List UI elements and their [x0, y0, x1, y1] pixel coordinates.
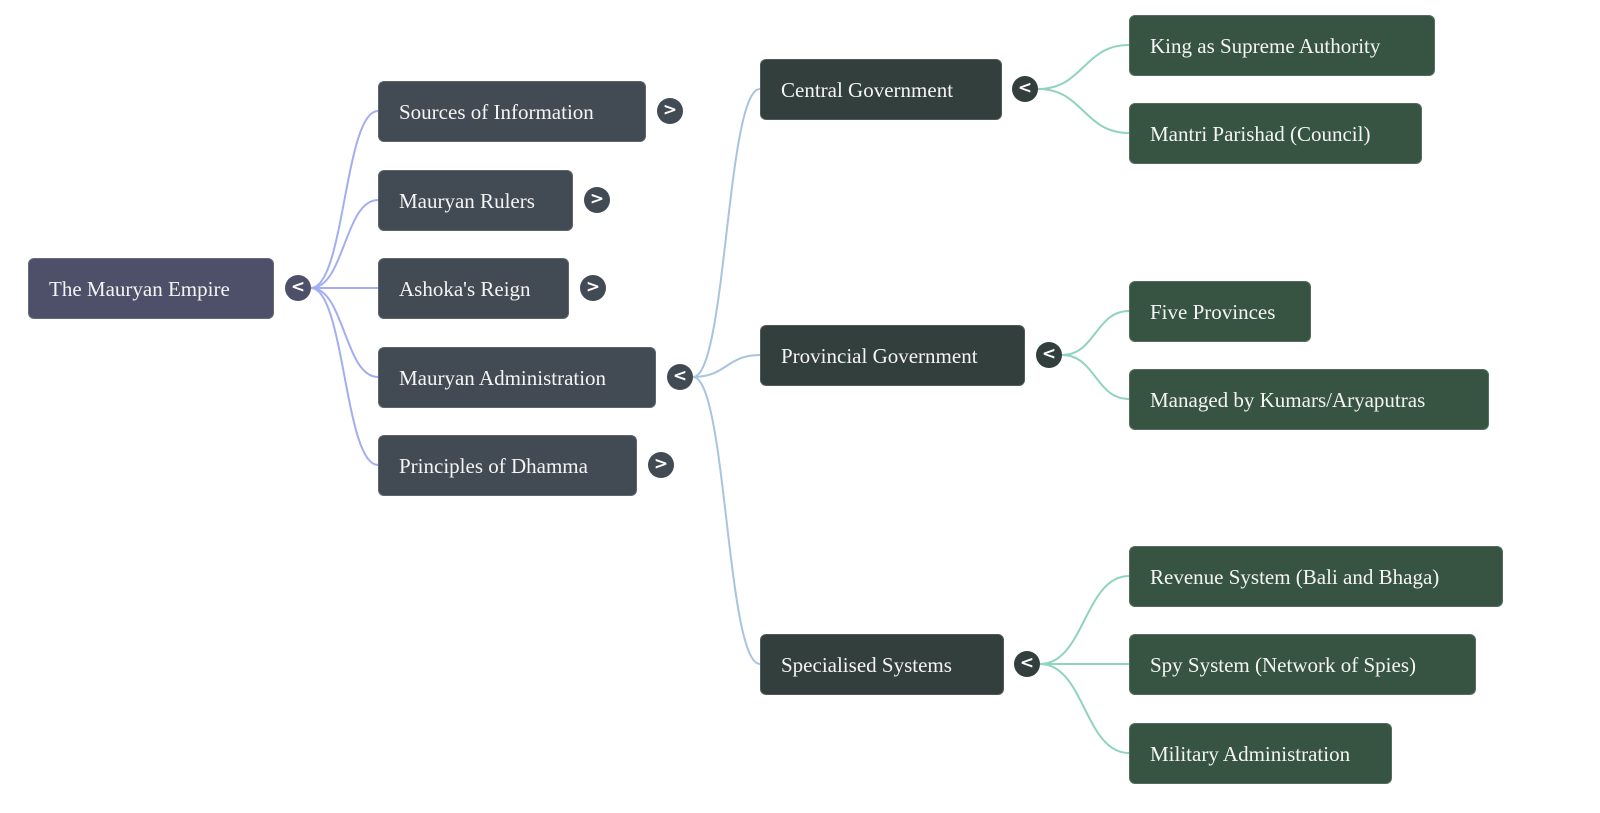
node-root[interactable]: The Mauryan Empire [28, 258, 274, 319]
edge-specialised-to-military [1039, 663, 1130, 754]
edge-central-to-king [1037, 44, 1130, 90]
node-mauryan-administration[interactable]: Mauryan Administration [378, 347, 656, 408]
collapse-toggle-specialised[interactable]: < [1014, 651, 1040, 677]
collapse-toggle-provincial[interactable]: < [1036, 342, 1062, 368]
node-five-provinces[interactable]: Five Provinces [1129, 281, 1311, 342]
edge-central-to-mantri [1037, 88, 1130, 134]
node-mantri-parishad[interactable]: Mantri Parishad (Council) [1129, 103, 1422, 164]
node-military-administration[interactable]: Military Administration [1129, 723, 1392, 784]
collapse-toggle-root[interactable]: < [285, 275, 311, 301]
collapse-toggle-central[interactable]: < [1012, 76, 1038, 102]
node-ashokas-reign[interactable]: Ashoka's Reign [378, 258, 569, 319]
node-managed-by-kumars[interactable]: Managed by Kumars/Aryaputras [1129, 369, 1489, 430]
node-mauryan-rulers[interactable]: Mauryan Rulers [378, 170, 573, 231]
expand-toggle-sources[interactable]: > [657, 98, 683, 124]
expand-toggle-dhamma[interactable]: > [648, 452, 674, 478]
edge-admin-to-level2-1 [692, 354, 761, 378]
edge-root-to-level1-4 [310, 287, 379, 466]
node-provincial-government[interactable]: Provincial Government [760, 325, 1025, 386]
node-sources-of-information[interactable]: Sources of Information [378, 81, 646, 142]
node-spy-system[interactable]: Spy System (Network of Spies) [1129, 634, 1476, 695]
expand-toggle-ashoka[interactable]: > [580, 275, 606, 301]
edge-root-to-level1-1 [310, 199, 379, 289]
node-king-supreme-authority[interactable]: King as Supreme Authority [1129, 15, 1435, 76]
node-revenue-system[interactable]: Revenue System (Bali and Bhaga) [1129, 546, 1503, 607]
edge-admin-to-level2-2 [692, 376, 761, 665]
edge-root-to-level1-0 [310, 110, 379, 289]
node-principles-of-dhamma[interactable]: Principles of Dhamma [378, 435, 637, 496]
node-specialised-systems[interactable]: Specialised Systems [760, 634, 1004, 695]
edge-provincial-to-kumars [1061, 354, 1130, 400]
expand-toggle-rulers[interactable]: > [584, 187, 610, 213]
node-central-government[interactable]: Central Government [760, 59, 1002, 120]
edge-specialised-to-revenue [1039, 575, 1130, 665]
edge-provincial-to-five [1061, 310, 1130, 356]
edge-admin-to-level2-0 [692, 88, 761, 378]
collapse-toggle-administration[interactable]: < [667, 364, 693, 390]
edge-root-to-level1-3 [310, 287, 379, 378]
